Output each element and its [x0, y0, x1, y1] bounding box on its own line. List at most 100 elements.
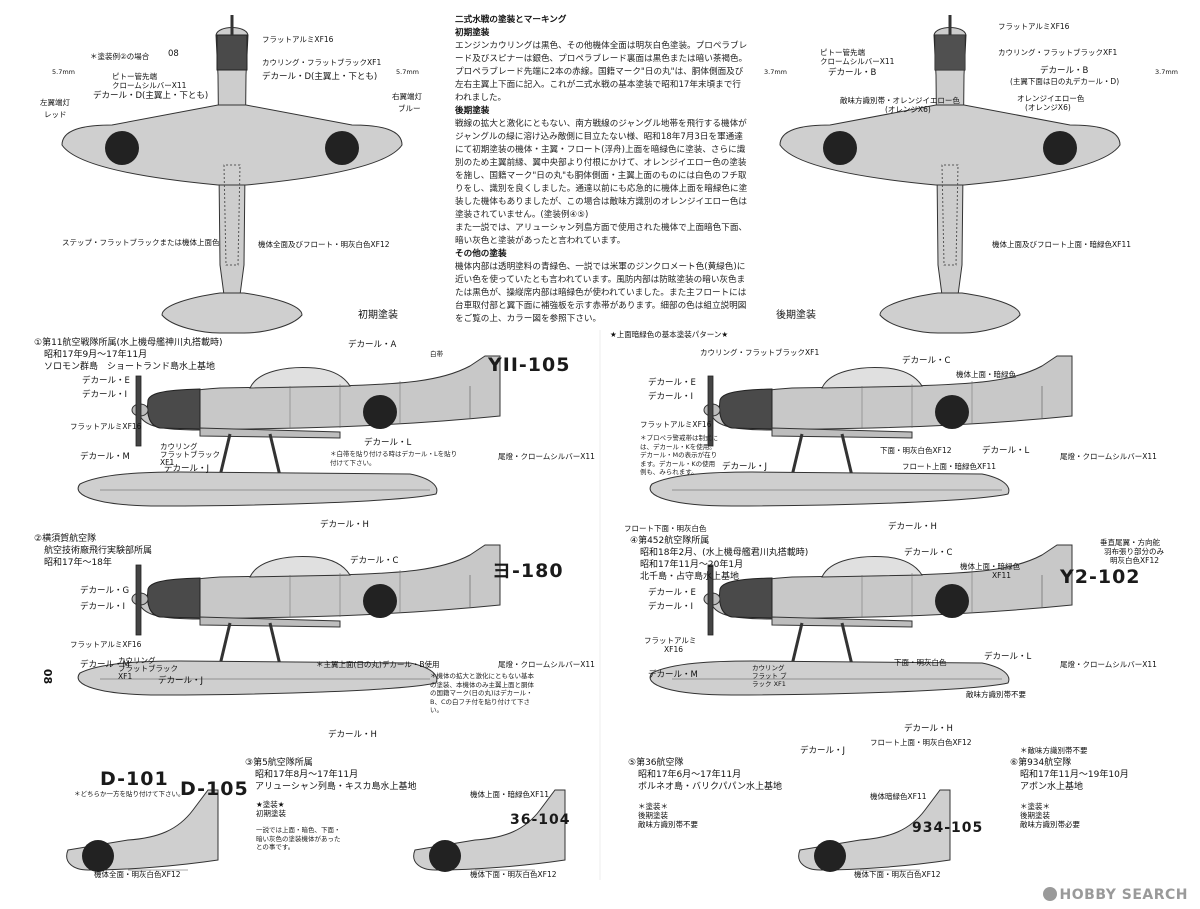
plan-right-dim1: 3.7mm — [764, 68, 788, 76]
s5-upper: 機体上面・暗緑色XF11 — [470, 790, 549, 799]
plan-left-pitot: ピトー管先端 — [112, 72, 157, 81]
s3-line2: 昭和17年8月～17年11月 — [255, 770, 359, 780]
plan-right-decal-b: デカール・B — [828, 68, 877, 78]
s4b-decal-m: デカール・M — [648, 670, 698, 680]
s6-line2: 昭和17年11月～19年10月 — [1020, 770, 1129, 780]
s3-code-a: D-101 — [100, 768, 169, 790]
s4b-tail-top: 垂直尾翼・方向舵 — [1100, 538, 1160, 547]
plan-left-blue: ブルー — [398, 104, 421, 113]
plan-left-num: 08 — [168, 49, 179, 59]
plan-left-chrome: クロームシルバーX11 — [112, 81, 187, 90]
s3-title: ③第5航空隊所属 — [245, 758, 313, 768]
s3-body: 機体全面・明灰白色XF12 — [94, 870, 181, 879]
s4-code: Y2-102 — [1060, 566, 1141, 588]
plan-left-dim1: 5.7mm — [52, 68, 76, 76]
s2-tail: 尾燈・クロームシルバーX11 — [498, 660, 595, 669]
s5-line3: ボルネオ島・バリクパパン水上基地 — [638, 782, 783, 792]
s4b-tail-top2: 羽布張り部分のみ — [1104, 547, 1164, 556]
text-early-body: エンジンカウリングは黒色、その他機体全面は明灰白色塗装。プロペラブレード及びスピ… — [455, 41, 748, 103]
plan-left-wingtip-l: 左翼端灯 — [40, 98, 70, 107]
plan-left-flat-alu: フラットアルミXF16 — [262, 35, 334, 44]
s1-white-band: 白帯 — [430, 350, 443, 358]
s6-title: ⑥第934航空隊 — [1010, 758, 1072, 768]
s2-code: ヨ-180 — [492, 560, 564, 582]
s4-note: ＊プロペラ警戒帯は制式には、デカール・Kを使用。デカール・Mの表示が在ります。デ… — [640, 434, 718, 476]
s4-decal-l: デカール・L — [982, 446, 1030, 456]
s1-decal-j: デカール・J — [164, 464, 210, 474]
s4-badge: ★上面暗緑色の基本塗装パターン★ — [610, 330, 729, 339]
text-title: 二式水戦の塗装とマーキング — [455, 15, 567, 25]
s4-line4: 北千島・占守島水上基地 — [640, 572, 740, 582]
plan-right-decal-b-sub: (主翼下面は日の丸デカール・D) — [1010, 77, 1120, 86]
s6-star2: 後期塗装 — [1020, 811, 1050, 820]
s4-upper: 機体上面・暗緑色 — [956, 370, 1016, 379]
early-heading: 初期塗装 — [358, 310, 398, 321]
s1-code: YII-105 — [488, 354, 571, 376]
s4b-decal-i: デカール・I — [648, 602, 694, 612]
s1-decal-m: デカール・M — [80, 452, 130, 462]
s2-line3: 昭和17年～18年 — [44, 558, 112, 568]
s6-code: 934-105 — [912, 820, 984, 836]
s4b-decal-c: デカール・C — [904, 548, 953, 558]
s4b-decal-j: デカール・J — [800, 746, 846, 756]
s2-decal-j: デカール・J — [158, 676, 204, 686]
hobby-search-watermark: HOBBY SEARCH — [1042, 887, 1188, 903]
s3-star: ★塗装★ — [256, 800, 285, 809]
s4b-tail: 尾燈・クロームシルバーX11 — [1060, 660, 1157, 669]
s4-front-lower: フロート下面・明灰白色 — [624, 524, 707, 533]
plan-left-body-all: 機体全面及びフロート・明灰白色XF12 — [258, 240, 390, 249]
s6-upper: 機体暗緑色XF11 — [870, 792, 927, 801]
plan-right-orange: (オレンジX6) — [885, 105, 931, 114]
s4b-cowl-v: カウリング フラット ブラック XF1 — [752, 664, 787, 688]
plan-left-decal-d: デカール・D(主翼上・下とも) — [93, 91, 209, 101]
s4-decal-j: デカール・J — [722, 462, 768, 472]
s6-line3: アボン水上基地 — [1020, 782, 1084, 792]
plan-left-note-a: ＊塗装例②の場合 — [90, 52, 150, 61]
s2-cowl3: XF1 — [118, 672, 133, 681]
s2-decal-i: デカール・I — [80, 602, 126, 612]
text-other-body: 機体内部は透明塗料の青緑色、一説では米軍のジンクロメート色(黄緑色)に近い色を使… — [455, 262, 747, 324]
s1-line3: ソロモン群島 ショートランド島水上基地 — [44, 362, 216, 372]
text-early-head: 初期塗装 — [455, 28, 490, 38]
s2-flat-alu: フラットアルミXF16 — [70, 640, 142, 649]
s1-note: ＊白帯を貼り付ける時はデカール・Lを貼り付けて下さい。 — [330, 450, 458, 467]
s4b-front-upper: フロート上面・明灰白色XF12 — [870, 738, 972, 747]
s6-body: 機体下面・明灰白色XF12 — [854, 870, 941, 879]
s4b-lower: 下面・明灰白色 — [894, 658, 947, 667]
s3-note-b: 一説では上面・暗色、下面・暗い灰色の塗装機体があったとの事です。 — [256, 826, 341, 851]
plan-right-ifr: 敵味方識別帯・オレンジイエロー色 — [840, 96, 960, 105]
hobby-search-logo-icon — [1042, 887, 1057, 901]
s4-line3: 昭和17年11月～20年1月 — [640, 560, 744, 570]
s4-decal-i: デカール・I — [648, 392, 694, 402]
s4-front-upper: フロート上面・暗緑色XF11 — [902, 462, 996, 471]
s2-note1: ＊主翼上面(日の丸)デカール・B使用 — [316, 660, 440, 669]
plan-right-flat-alu: フラットアルミXF16 — [998, 22, 1070, 31]
text-late-body2: また一説では、アリューシャン列島方面で使用された機体で上面暗色下面、暗い灰色と塗… — [455, 223, 748, 246]
s4b-flat-alu2: XF16 — [664, 645, 683, 654]
s3-star2: 初期塗装 — [256, 809, 286, 818]
s5-star3: 敵味方識別帯不要 — [638, 820, 698, 829]
s2-title: ②横須賀航空隊 — [34, 534, 97, 544]
s2-decal-c: デカール・C — [350, 556, 399, 566]
plan-right-decal-b2: デカール・B — [1040, 66, 1089, 76]
s4-lower: 下面・明灰白色XF12 — [880, 446, 952, 455]
s1-cowl2: フラットブラック — [160, 450, 220, 459]
plan-right-cowl: カウリング・フラットブラックXF1 — [998, 48, 1118, 57]
s4-cowl: カウリング・フラットブラックXF1 — [700, 348, 820, 357]
s4-line2: 昭和18年2月、(水上機母艦君川丸搭載時) — [640, 548, 809, 558]
s4b-tail-top3: 明灰白色XF12 — [1110, 556, 1159, 565]
s1-flat-alu: フラットアルミXF16 — [70, 422, 142, 431]
s5-title: ⑤第36航空隊 — [628, 758, 684, 768]
s4-decal-c: デカール・C — [902, 356, 951, 366]
s6-star3: 敵味方識別帯必要 — [1020, 820, 1080, 829]
side-num: 08 — [41, 668, 55, 685]
s2-cowl2: フラットブラック — [118, 664, 178, 673]
text-late-body: 戦線の拡大と激化にともない、南方戦線のジャングル地帯を飛行する機体がジャングルの… — [455, 119, 748, 220]
s5-body: 機体下面・明灰白色XF12 — [470, 870, 557, 879]
s4b-ifr-note: ＊敵味方識別帯不要 — [1020, 746, 1088, 755]
text-late-head: 後期塗装 — [455, 106, 490, 116]
s2-decal-m: デカール・M — [80, 660, 130, 670]
s1-tail: 尾燈・クロームシルバーX11 — [498, 452, 595, 461]
s2-line2: 航空技術廠飛行実験部所属 — [44, 546, 153, 556]
s4b-upper2: XF11 — [992, 571, 1011, 580]
